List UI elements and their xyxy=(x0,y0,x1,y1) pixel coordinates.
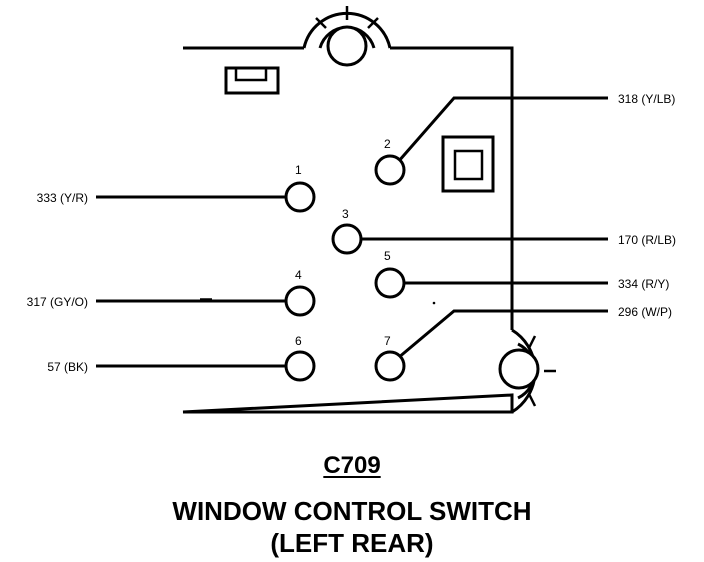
wire-label-170: 170 (R/LB) xyxy=(618,233,676,247)
speck xyxy=(432,301,436,305)
wire-line-318 xyxy=(396,96,608,163)
pin-3-number: 3 xyxy=(342,207,349,221)
latch-key-right xyxy=(441,135,495,193)
pin-6-number: 6 xyxy=(295,334,302,348)
wire-label-333: 333 (Y/R) xyxy=(37,191,88,205)
pin-6-terminal xyxy=(284,350,316,382)
wire-label-334: 334 (R/Y) xyxy=(618,277,669,291)
top-mounting-tab xyxy=(302,6,392,67)
pin-1-number: 1 xyxy=(295,163,302,177)
pin-5-terminal xyxy=(374,267,406,299)
wire-label-296: 296 (W/P) xyxy=(618,305,672,319)
component-location: (LEFT REAR) xyxy=(270,528,434,558)
component-name: WINDOW CONTROL SWITCH xyxy=(172,496,532,526)
pin-1-terminal xyxy=(284,181,316,213)
switch-body-outline xyxy=(182,46,514,414)
pin-3-terminal xyxy=(331,223,363,255)
wire-line-296 xyxy=(397,309,608,360)
wire-label-317: 317 (GY/O) xyxy=(27,295,88,309)
wire-label-318: 318 (Y/LB) xyxy=(618,92,675,106)
pin-2-number: 2 xyxy=(384,137,391,151)
pin-4-number: 4 xyxy=(295,268,302,282)
pin-4-terminal xyxy=(284,285,316,317)
pin-7-number: 7 xyxy=(384,334,391,348)
pin-5-number: 5 xyxy=(384,249,391,263)
latch-key-top-left xyxy=(224,66,280,95)
connector-id: C709 xyxy=(323,452,381,479)
pin-7-terminal xyxy=(374,350,406,382)
wire-label-57: 57 (BK) xyxy=(47,360,88,374)
side-mounting-tab xyxy=(498,328,556,414)
pin-2-terminal xyxy=(374,154,406,186)
